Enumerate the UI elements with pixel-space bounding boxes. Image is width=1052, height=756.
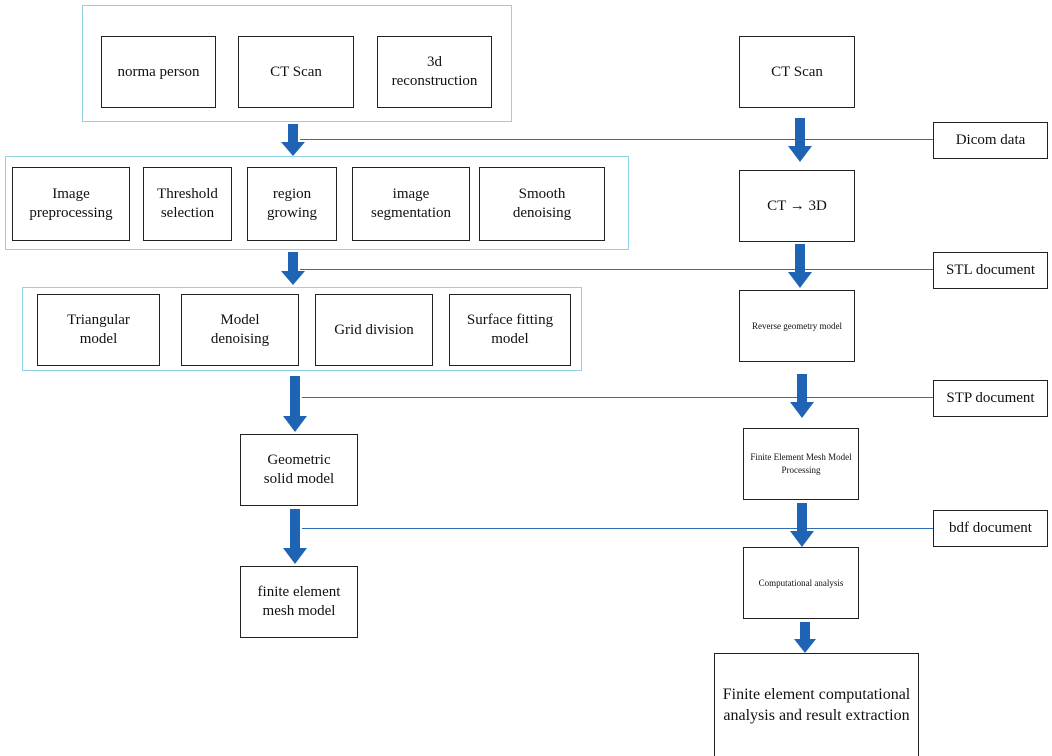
box-label: finite element mesh model — [257, 584, 341, 619]
box-threshold-selection: Threshold selection — [143, 167, 232, 241]
box-surface-fitting-model: Surface fitting model — [449, 294, 571, 366]
box-label: 3d reconstruction — [391, 54, 478, 89]
box-label: image segmentation — [371, 186, 451, 221]
group-acquisition — [82, 5, 512, 122]
box-image-preprocessing: Image preprocessing — [12, 167, 130, 241]
label-text: Dicom data — [955, 132, 1026, 148]
box-label: Grid division — [334, 321, 414, 338]
arrow-down-icon — [794, 622, 816, 653]
label-dicom-data: Dicom data — [933, 122, 1048, 159]
box-label: Geometric solid model — [263, 452, 335, 487]
box-label: CT Scan — [270, 63, 322, 80]
box-label: norma person — [117, 63, 200, 80]
box-image-segmentation: image segmentation — [352, 167, 470, 241]
arrow-down-icon — [283, 376, 307, 432]
box-label: Reverse geometry model — [752, 320, 842, 331]
box-label: Threshold selection — [157, 186, 218, 221]
box-label: Finite Element Mesh Model Processing — [750, 452, 852, 475]
connector-stl — [300, 269, 933, 270]
box-grid-division: Grid division — [315, 294, 433, 366]
box-norma-person: norma person — [101, 36, 216, 108]
box-model-denoising: Model denoising — [181, 294, 299, 366]
box-computational-analysis: Computational analysis — [743, 547, 859, 619]
group-model-processing — [22, 287, 582, 371]
label-text: STL document — [945, 262, 1035, 278]
box-triangular-model: Triangular model — [37, 294, 160, 366]
box-3d-reconstruction: 3d reconstruction — [377, 36, 492, 108]
group-segmentation — [5, 156, 629, 250]
box-label: CT → 3D — [767, 197, 827, 214]
box-finite-element-mesh-model: finite element mesh model — [240, 566, 358, 638]
box-label: Triangular model — [67, 312, 130, 347]
box-label: region growing — [267, 186, 317, 221]
arrow-down-icon — [790, 503, 814, 547]
box-label: Image preprocessing — [29, 186, 113, 221]
arrow-down-icon — [281, 252, 305, 285]
box-label: Model denoising — [210, 312, 270, 347]
label-stp-document: STP document — [933, 380, 1048, 417]
box-ct-scan-left: CT Scan — [238, 36, 354, 108]
box-ct-to-3d: CT → 3D — [739, 170, 855, 242]
arrow-down-icon — [788, 118, 812, 162]
label-stl-document: STL document — [933, 252, 1048, 289]
box-label: Smooth denoising — [512, 186, 572, 221]
box-ct-scan-right: CT Scan — [739, 36, 855, 108]
box-region-growing: region growing — [247, 167, 337, 241]
arrow-down-icon — [790, 374, 814, 418]
box-geometric-solid-model: Geometric solid model — [240, 434, 358, 506]
label-text: STP document — [946, 390, 1035, 406]
label-bdf-document: bdf document — [933, 510, 1048, 547]
box-reverse-geometry-model: Reverse geometry model — [739, 290, 855, 362]
box-final-result: Finite element computational analysis an… — [714, 653, 919, 756]
box-label: Finite element computational analysis an… — [722, 686, 911, 724]
box-smooth-denoising: Smooth denoising — [479, 167, 605, 241]
connector-dicom — [300, 139, 933, 140]
box-fem-processing: Finite Element Mesh Model Processing — [743, 428, 859, 500]
box-label: Computational analysis — [758, 577, 844, 588]
label-text: bdf document — [949, 520, 1032, 536]
connector-bdf — [302, 528, 933, 529]
box-label: CT Scan — [771, 63, 823, 80]
arrow-down-icon — [281, 124, 305, 156]
arrow-down-icon — [283, 509, 307, 564]
connector-stp — [302, 397, 933, 398]
arrow-down-icon — [788, 244, 812, 288]
box-label: Surface fitting model — [466, 312, 554, 347]
